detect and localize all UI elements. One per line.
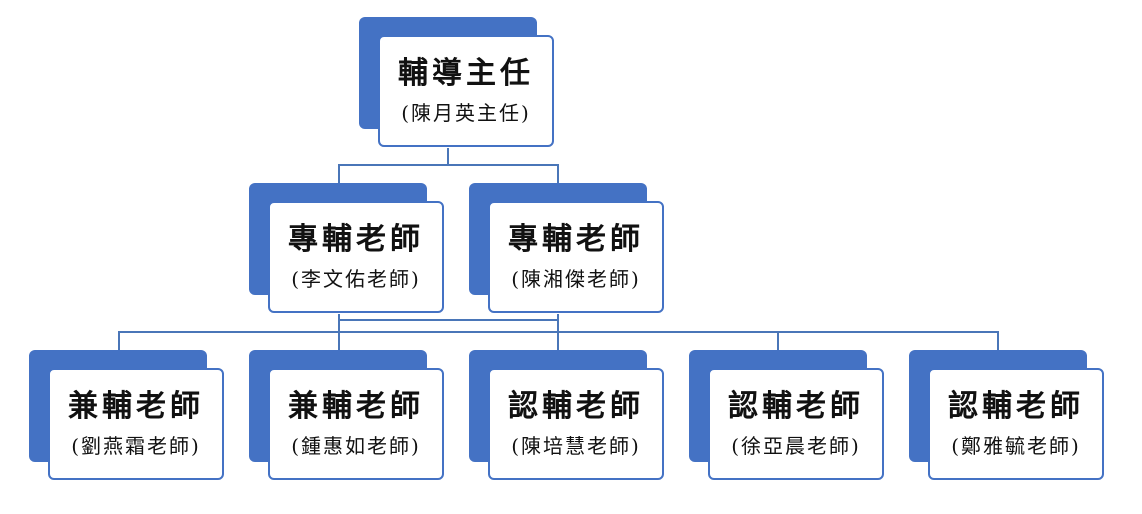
node-card: 認輔老師 (徐亞晨老師)	[708, 368, 884, 480]
node-level3-1: 兼輔老師 (劉燕霜老師)	[29, 350, 224, 480]
node-title: 專輔老師	[288, 222, 424, 257]
node-level3-2: 兼輔老師 (鍾惠如老師)	[249, 350, 444, 480]
node-level2-1: 專輔老師 (李文佑老師)	[249, 183, 444, 313]
connector-level3-drop-5	[997, 331, 999, 351]
node-level3-5: 認輔老師 (鄭雅毓老師)	[909, 350, 1104, 480]
node-name: (陳月英主任)	[401, 101, 531, 125]
node-title: 認輔老師	[728, 389, 864, 424]
node-card: 認輔老師 (陳培慧老師)	[488, 368, 664, 480]
connector-level2-left-drop	[338, 164, 340, 184]
node-title: 兼輔老師	[288, 389, 424, 424]
node-name: (劉燕霜老師)	[71, 434, 201, 458]
connector-level2-left-down	[338, 314, 340, 333]
node-name: (陳培慧老師)	[511, 434, 641, 458]
node-name: (李文佑老師)	[291, 267, 421, 291]
connector-level3-drop-2	[338, 331, 340, 351]
node-title: 認輔老師	[508, 389, 644, 424]
node-title: 輔導主任	[398, 56, 534, 91]
connector-level3-drop-3	[557, 331, 559, 351]
connector-level3-drop-4	[777, 331, 779, 351]
node-card: 兼輔老師 (鍾惠如老師)	[268, 368, 444, 480]
node-card: 兼輔老師 (劉燕霜老師)	[48, 368, 224, 480]
node-level3-4: 認輔老師 (徐亞晨老師)	[689, 350, 884, 480]
node-level3-3: 認輔老師 (陳培慧老師)	[469, 350, 664, 480]
node-name: (陳湘傑老師)	[511, 267, 641, 291]
node-card: 專輔老師 (陳湘傑老師)	[488, 201, 664, 313]
node-title: 兼輔老師	[68, 389, 204, 424]
connector-root-down	[447, 148, 449, 165]
connector-level2-right-down	[557, 314, 559, 333]
node-name: (鄭雅毓老師)	[951, 434, 1081, 458]
node-title: 認輔老師	[948, 389, 1084, 424]
node-card: 專輔老師 (李文佑老師)	[268, 201, 444, 313]
node-root: 輔導主任 (陳月英主任)	[359, 17, 554, 147]
node-title: 專輔老師	[508, 222, 644, 257]
node-card: 輔導主任 (陳月英主任)	[378, 35, 554, 147]
node-name: (鍾惠如老師)	[291, 434, 421, 458]
node-name: (徐亞晨老師)	[731, 434, 861, 458]
node-level2-2: 專輔老師 (陳湘傑老師)	[469, 183, 664, 313]
connector-level3-bar-2	[338, 319, 559, 321]
connector-level3-drop-1	[118, 331, 120, 351]
connector-level2-right-drop	[557, 164, 559, 184]
connector-level2-bar	[338, 164, 559, 166]
node-card: 認輔老師 (鄭雅毓老師)	[928, 368, 1104, 480]
